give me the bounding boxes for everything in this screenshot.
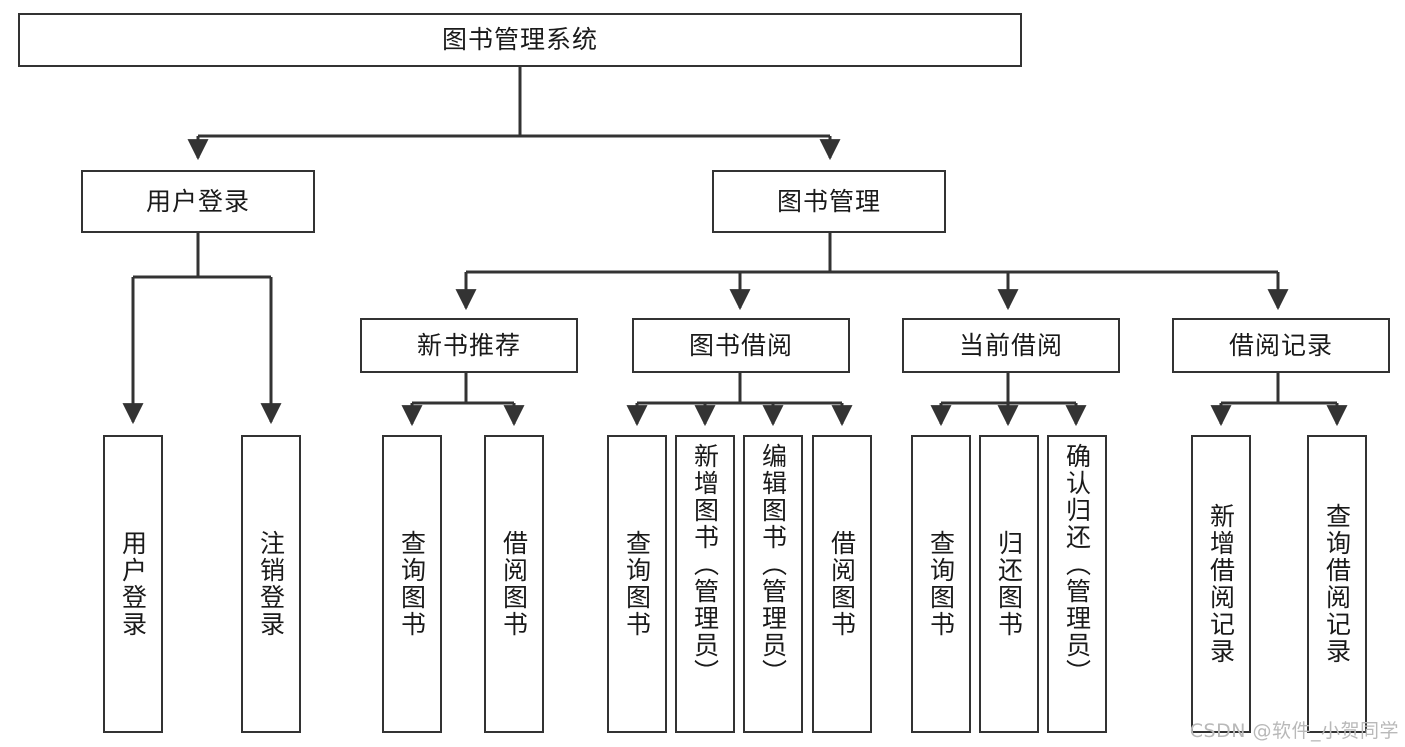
node-book-borrow-label: 图书借阅: [688, 330, 793, 360]
node-leaf-query-borrow-record-label: 查询借阅记录: [1322, 503, 1352, 665]
node-leaf-logout-login[interactable]: 注销登录: [241, 435, 301, 733]
node-current-borrow[interactable]: 当前借阅: [902, 318, 1120, 373]
node-leaf-return-book[interactable]: 归还图书: [979, 435, 1039, 733]
node-leaf-query-book-2-label: 查询图书: [622, 530, 652, 638]
node-leaf-query-borrow-record[interactable]: 查询借阅记录: [1307, 435, 1367, 733]
csdn-watermark: CSDN @软件_小贺同学: [1189, 720, 1399, 742]
node-leaf-logout-login-label: 注销登录: [256, 530, 286, 638]
node-new-book-recommend-label: 新书推荐: [416, 330, 521, 360]
node-leaf-query-book-3[interactable]: 查询图书: [911, 435, 971, 733]
node-leaf-borrow-book-1[interactable]: 借阅图书: [484, 435, 544, 733]
node-leaf-add-borrow-record-label: 新增借阅记录: [1206, 503, 1236, 665]
node-current-borrow-label: 当前借阅: [958, 330, 1063, 360]
node-leaf-add-book[interactable]: 新增图书（管理员）: [675, 435, 735, 733]
node-root-label: 图书管理系统: [441, 25, 598, 54]
node-borrow-record[interactable]: 借阅记录: [1172, 318, 1390, 373]
node-leaf-query-book-1[interactable]: 查询图书: [382, 435, 442, 733]
node-book-manage-label: 图书管理: [776, 186, 881, 216]
node-leaf-add-borrow-record[interactable]: 新增借阅记录: [1191, 435, 1251, 733]
node-user-login[interactable]: 用户登录: [81, 170, 315, 233]
node-leaf-query-book-3-label: 查询图书: [926, 530, 956, 638]
node-user-login-label: 用户登录: [145, 186, 250, 216]
node-leaf-return-book-label: 归还图书: [994, 530, 1024, 638]
node-leaf-edit-book[interactable]: 编辑图书（管理员）: [743, 435, 803, 733]
node-leaf-add-book-label: 新增图书（管理员）: [690, 443, 720, 686]
node-book-manage[interactable]: 图书管理: [712, 170, 946, 233]
node-book-borrow[interactable]: 图书借阅: [632, 318, 850, 373]
node-root[interactable]: 图书管理系统: [18, 13, 1022, 67]
node-leaf-borrow-book-1-label: 借阅图书: [499, 530, 529, 638]
node-borrow-record-label: 借阅记录: [1228, 330, 1333, 360]
node-leaf-user-login-label: 用户登录: [118, 530, 148, 638]
node-leaf-query-book-2[interactable]: 查询图书: [607, 435, 667, 733]
node-leaf-borrow-book-2[interactable]: 借阅图书: [812, 435, 872, 733]
node-leaf-borrow-book-2-label: 借阅图书: [827, 530, 857, 638]
node-leaf-confirm-return-label: 确认归还（管理员）: [1062, 443, 1092, 686]
node-new-book-recommend[interactable]: 新书推荐: [360, 318, 578, 373]
node-leaf-user-login[interactable]: 用户登录: [103, 435, 163, 733]
node-leaf-confirm-return[interactable]: 确认归还（管理员）: [1047, 435, 1107, 733]
node-leaf-query-book-1-label: 查询图书: [397, 530, 427, 638]
node-leaf-edit-book-label: 编辑图书（管理员）: [758, 443, 788, 686]
